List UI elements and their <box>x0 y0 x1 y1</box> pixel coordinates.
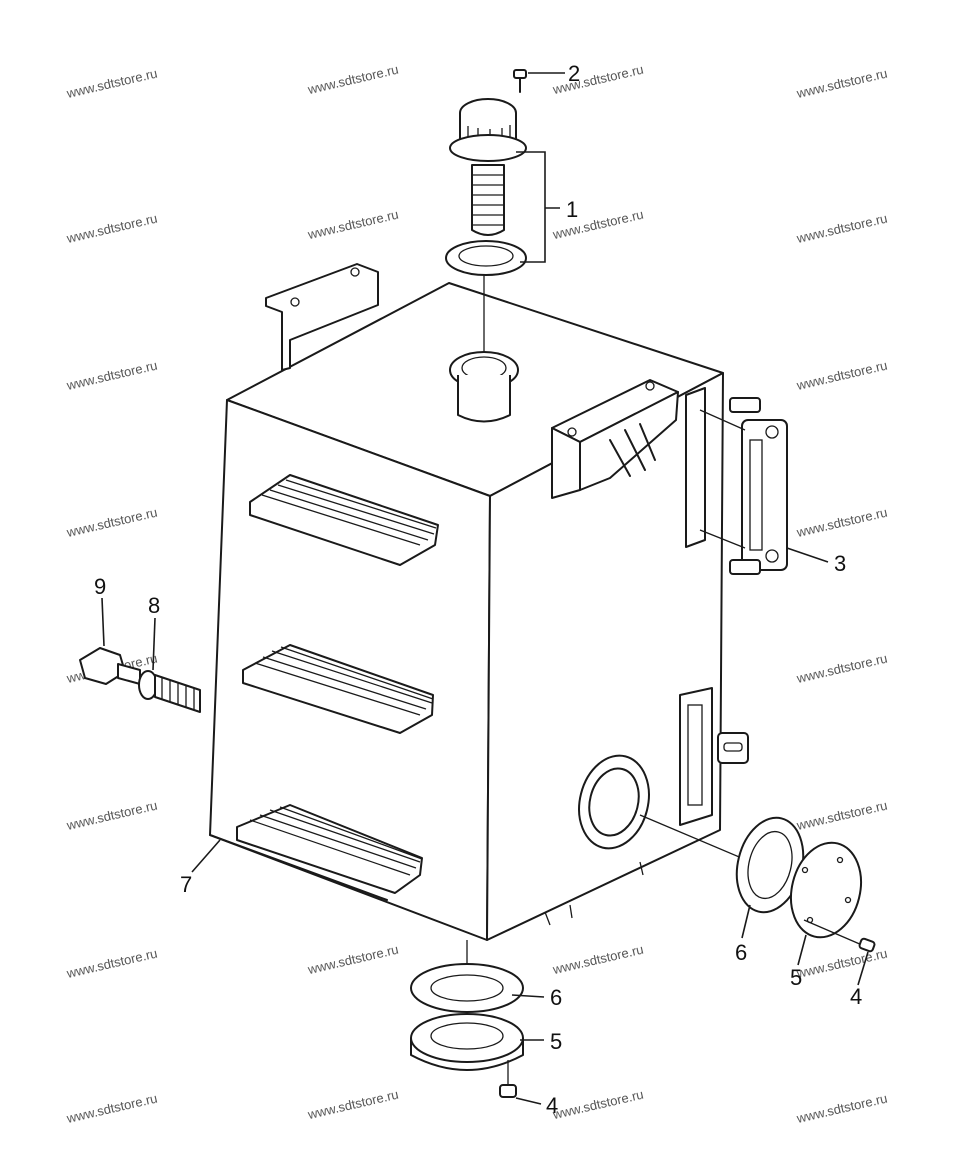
watermark-text: www.sdtstore.ru <box>64 66 158 102</box>
watermark-text: www.sdtstore.ru <box>794 505 888 541</box>
callout-5-side: 5 <box>790 965 802 990</box>
callout-3: 3 <box>834 551 846 576</box>
watermark-text: www.sdtstore.ru <box>64 358 158 394</box>
watermark-text: www.sdtstore.ru <box>305 62 399 98</box>
watermark-text: www.sdtstore.ru <box>794 211 888 247</box>
callout-7: 7 <box>180 872 192 897</box>
rear-bracket <box>265 263 379 371</box>
bottom-bolt <box>499 1060 517 1098</box>
cap-screw <box>513 69 527 93</box>
leader-lines <box>101 72 869 1105</box>
watermark-text: www.sdtstore.ru <box>64 505 158 541</box>
callout-1: 1 <box>566 197 578 222</box>
bottom-flange <box>410 940 524 1013</box>
watermark-text: www.sdtstore.ru <box>64 798 158 834</box>
watermark-text: www.sdtstore.ru <box>794 358 888 394</box>
callout-9: 9 <box>94 574 106 599</box>
watermark-text: www.sdtstore.ru <box>794 1091 888 1127</box>
level-gauge <box>685 387 788 575</box>
callout-4-bottom: 4 <box>546 1093 558 1118</box>
bottom-cover <box>410 1013 524 1071</box>
side-bolt <box>803 919 876 953</box>
watermark-text: www.sdtstore.ru <box>64 946 158 982</box>
watermark-text: www.sdtstore.ru <box>794 798 888 834</box>
inspection-port <box>578 754 771 871</box>
callout-2: 2 <box>568 61 580 86</box>
watermark-text: www.sdtstore.ru <box>305 207 399 243</box>
watermark-text: www.sdtstore.ru <box>64 211 158 247</box>
callout-5-bottom: 5 <box>550 1029 562 1054</box>
watermark-text: www.sdtstore.ru <box>550 1087 644 1123</box>
watermark-text: www.sdtstore.ru <box>550 62 644 98</box>
filler-cap-assembly <box>445 98 527 276</box>
watermark-text: www.sdtstore.ru <box>794 946 888 982</box>
watermark-text: www.sdtstore.ru <box>550 207 644 243</box>
step-upper <box>249 474 439 566</box>
callouts: 2 1 3 9 8 7 6 5 4 6 5 4 <box>94 61 862 1118</box>
callout-6-bottom: 6 <box>550 985 562 1010</box>
side-cover <box>790 841 862 939</box>
lower-gauge <box>679 687 749 826</box>
watermark-text: www.sdtstore.ru <box>305 1087 399 1123</box>
drain-plug-assembly <box>79 647 201 713</box>
filler-neck <box>449 270 519 423</box>
callout-6-side: 6 <box>735 940 747 965</box>
watermark-text: www.sdtstore.ru <box>64 1091 158 1127</box>
callout-4-side: 4 <box>850 984 862 1009</box>
watermark-text: www.sdtstore.ru <box>794 651 888 687</box>
step-middle <box>242 644 434 734</box>
watermark-text: www.sdtstore.ru <box>305 942 399 978</box>
step-lower <box>236 804 423 894</box>
watermark-text: www.sdtstore.ru <box>550 942 644 978</box>
callout-8: 8 <box>148 593 160 618</box>
top-right-bracket <box>551 379 679 499</box>
watermark-text: www.sdtstore.ru <box>794 66 888 102</box>
